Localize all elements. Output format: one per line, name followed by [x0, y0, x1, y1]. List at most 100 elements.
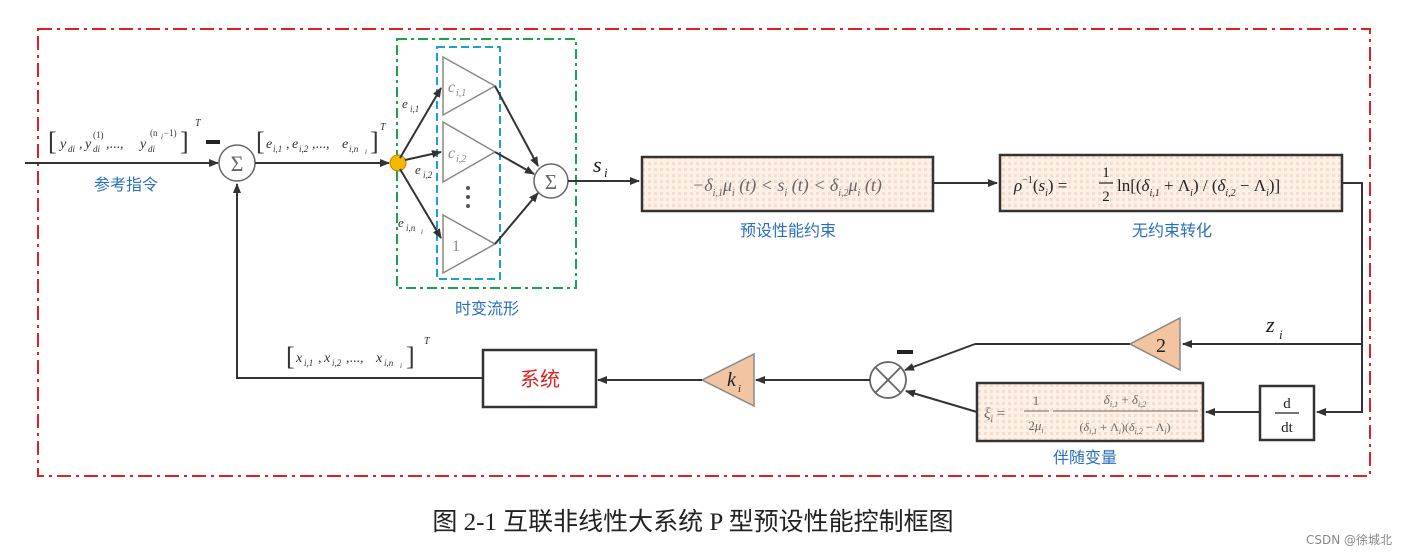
svg-text:y: y — [83, 137, 92, 152]
svg-text:i,n: i,n — [384, 358, 394, 368]
svg-text:T: T — [424, 336, 431, 347]
svg-text:di: di — [93, 144, 101, 154]
gain-c2-label: c — [448, 145, 455, 162]
ellipsis-dot-1 — [466, 186, 470, 190]
s-label-sub: i — [604, 165, 608, 180]
companion-main-den: (δi,1 + Λi)(δi,2 − Λi) — [1079, 420, 1170, 436]
branch-label-n-sub: i,n — [406, 223, 416, 233]
svg-text:[: [ — [48, 127, 57, 156]
transform-frac-num: 1 — [1102, 165, 1110, 181]
sum-symbol-2: Σ — [545, 170, 557, 194]
branch-line-n — [399, 168, 442, 239]
companion-half-num: 1 — [1033, 393, 1040, 408]
gain-c2-sub: i,2 — [456, 154, 466, 165]
reference-label: 参考指令 — [94, 175, 158, 194]
derivative-input-path — [1316, 344, 1363, 416]
companion-label: 伴随变量 — [1053, 448, 1117, 467]
svg-text:e: e — [292, 137, 298, 152]
gain-c1-block — [442, 55, 497, 117]
branch-label-2: e — [415, 162, 421, 177]
ellipsis-dot-2 — [466, 195, 470, 199]
branch-label-1: e — [402, 96, 408, 111]
svg-text:(1): (1) — [93, 130, 104, 140]
error-vector-label: [ e i,1 , e i,2 ,..., e i,n i ] T — [256, 122, 387, 156]
companion-formula-lhs: ξi = — [984, 406, 1005, 424]
gain-c2-block — [442, 120, 497, 184]
svg-text:T: T — [195, 118, 202, 129]
svg-text:i: i — [400, 362, 402, 370]
gain-k-block — [700, 352, 755, 408]
manifold-inner-boundary — [436, 46, 501, 280]
ellipsis-dot-3 — [466, 204, 470, 208]
svg-text:]: ] — [406, 342, 415, 371]
svg-text:,...,: ,..., — [346, 351, 364, 366]
svg-text:−1): −1) — [164, 128, 177, 138]
reference-vector-label: [ y di , y di (1) ,..., y di (n i −1) ] … — [48, 118, 202, 156]
transform-frac-den: 2 — [1102, 189, 1110, 205]
svg-text:e: e — [342, 137, 348, 152]
svg-text:,: , — [286, 137, 290, 152]
svg-text:i,2: i,2 — [299, 144, 309, 154]
transform-label: 无约束转化 — [1132, 221, 1212, 240]
state-vector-label: [ x i,1 , x i,2 ,..., x i,n i ] T — [286, 336, 431, 371]
svg-text:(n: (n — [150, 128, 158, 138]
svg-text:i,1: i,1 — [273, 144, 282, 154]
branch-label-2-sub: i,2 — [423, 170, 433, 180]
z-feedback-path — [1182, 182, 1363, 348]
branch-label-n: e — [398, 215, 404, 230]
multiplier-cross-2 — [874, 366, 902, 394]
svg-text:y: y — [138, 137, 147, 152]
svg-text:]: ] — [370, 127, 379, 156]
svg-text:di: di — [148, 144, 156, 154]
branch-label-n-subsub: i — [421, 228, 423, 236]
svg-text:i,2: i,2 — [332, 358, 342, 368]
minus-sign-2 — [897, 350, 913, 354]
companion-half-den: 2μi — [1028, 418, 1043, 435]
svg-text:i: i — [365, 148, 367, 156]
companion-to-mult — [905, 389, 978, 413]
system-label: 系统 — [520, 367, 560, 391]
branch-line-2 — [404, 150, 442, 161]
gain-one-block — [442, 213, 497, 275]
z-label: z — [1265, 312, 1275, 337]
svg-text:,: , — [318, 351, 322, 366]
sum-symbol-1: Σ — [231, 151, 244, 176]
svg-text:i,n: i,n — [349, 144, 359, 154]
gain-c1-sub: i,1 — [456, 88, 466, 99]
svg-text:di: di — [68, 144, 76, 154]
gain-two-to-mult — [904, 343, 976, 371]
gain-two-block — [1128, 316, 1181, 372]
svg-text:e: e — [266, 137, 272, 152]
gain-out-line-1 — [494, 85, 539, 167]
gain-out-line-2 — [494, 151, 535, 175]
svg-text:x: x — [295, 351, 303, 366]
svg-text:i,1: i,1 — [304, 358, 313, 368]
branch-label-1-sub: i,1 — [410, 104, 419, 114]
gain-k-label: k — [727, 369, 737, 391]
svg-text:,: , — [79, 137, 83, 152]
figure-caption: 图 2-1 互联非线性大系统 P 型预设性能控制框图 — [432, 508, 953, 536]
derivative-den: dt — [1281, 420, 1294, 436]
svg-text:[: [ — [256, 127, 265, 156]
svg-text:y: y — [58, 137, 67, 152]
gain-k-sub: i — [738, 383, 741, 395]
derivative-num: d — [1283, 396, 1291, 412]
svg-text:,...,: ,..., — [312, 137, 330, 152]
svg-text:x: x — [323, 351, 331, 366]
svg-text:i: i — [161, 133, 163, 141]
svg-text:]: ] — [180, 127, 189, 156]
svg-text:[: [ — [286, 342, 295, 371]
watermark: CSDN @徐城北 — [1306, 532, 1392, 547]
s-label: s — [593, 152, 602, 177]
state-feedback-path — [233, 183, 483, 379]
unconstrained-transform-block — [998, 153, 1344, 213]
outer-boundary — [37, 28, 1371, 477]
minus-sign-1 — [206, 140, 220, 144]
svg-text:x: x — [375, 351, 383, 366]
manifold-label: 时变流形 — [455, 299, 519, 318]
gain-c1-label: c — [448, 79, 455, 96]
gain-out-line-n — [494, 192, 539, 245]
system-block — [481, 348, 598, 409]
manifold-boundary — [396, 38, 577, 289]
